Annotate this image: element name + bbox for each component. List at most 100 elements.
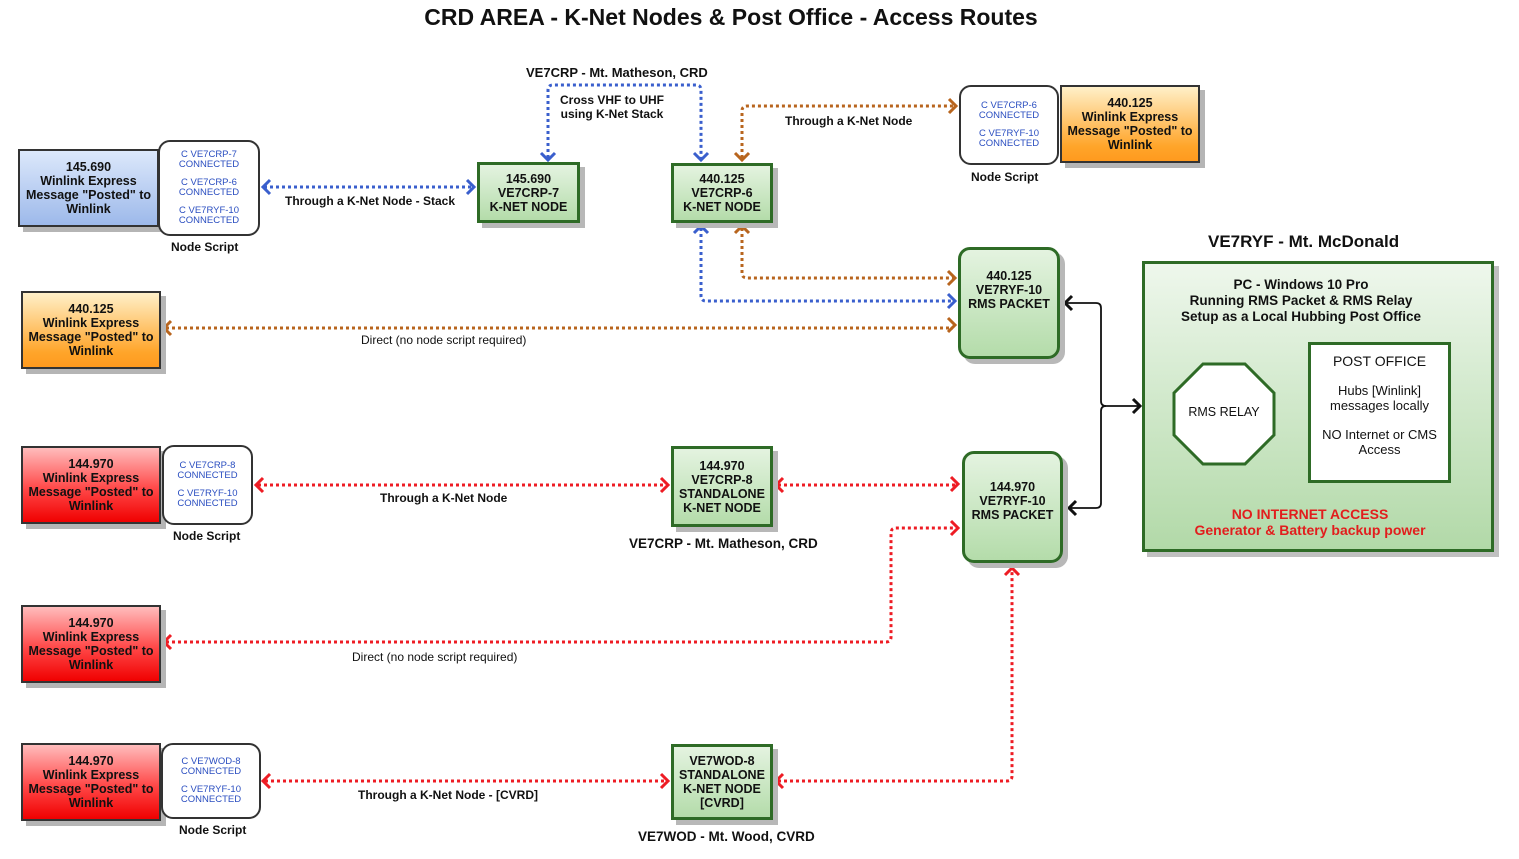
- arrowhead-icon: [260, 178, 272, 196]
- node-line: STANDALONE: [679, 486, 765, 501]
- node-line: RMS PACKET: [968, 297, 1050, 311]
- client-line: Winlink: [68, 499, 114, 513]
- client-line: Message "Posted" to: [28, 485, 154, 499]
- arrowhead-icon: [733, 223, 751, 235]
- client-144970-red-direct: 144.970 Winlink Express Message "Posted"…: [21, 605, 161, 683]
- route-label-direct-orange: Direct (no node script required): [361, 333, 527, 347]
- po-desc-2: NO Internet or CMS Access: [1311, 427, 1448, 457]
- knet-node-ve7wod-8: VE7WOD-8 STANDALONE K-NET NODE [CVRD]: [671, 744, 773, 820]
- arrowhead-icon: [1003, 565, 1021, 577]
- client-line: Winlink: [68, 658, 114, 672]
- arrowhead-icon: [949, 519, 961, 537]
- label-line: using K-Net Stack: [560, 107, 664, 121]
- node-script-caption: Node Script: [173, 529, 241, 543]
- po-line: NO Internet or CMS: [1322, 427, 1437, 442]
- arrowhead-icon: [946, 269, 958, 287]
- route-red-direct: [166, 526, 956, 644]
- client-line: Winlink: [1107, 138, 1153, 152]
- no-internet-warning: NO INTERNET ACCESS Generator & Battery b…: [1142, 506, 1478, 538]
- client-freq: 144.970: [68, 754, 114, 768]
- node-line: VE7RYF-10: [979, 494, 1046, 508]
- arrowhead-icon: [733, 151, 751, 163]
- route-orange-through-top: [740, 104, 954, 158]
- node-script-caption: Node Script: [179, 823, 247, 837]
- arrowhead-icon: [539, 151, 557, 163]
- client-freq: 145.690: [65, 160, 112, 174]
- client-line: Winlink Express: [42, 768, 140, 782]
- po-line: Access: [1358, 442, 1401, 457]
- client-line: Winlink Express: [42, 316, 140, 330]
- client-line: Winlink: [66, 202, 111, 216]
- node-line: K-NET NODE: [683, 200, 761, 214]
- arrowhead-icon: [161, 633, 173, 651]
- location-label-ryf: VE7RYF - Mt. McDonald: [1208, 232, 1400, 251]
- post-office-box: POST OFFICE Hubs [Winlink] messages loca…: [1308, 342, 1451, 483]
- node-line: K-NET NODE: [683, 500, 761, 515]
- arrowhead-icon: [659, 476, 671, 494]
- client-line: Winlink: [68, 796, 114, 810]
- node-line: VE7RYF-10: [975, 283, 1043, 297]
- knet-node-ve7crp-6: 440.125 VE7CRP-6 K-NET NODE: [671, 163, 773, 223]
- node-line: 144.970: [989, 480, 1036, 494]
- arrowhead-icon: [659, 772, 671, 790]
- client-440125-orange-direct: 440.125 Winlink Express Message "Posted"…: [21, 291, 161, 369]
- route-label-cross: Cross VHF to UHF using K-Net Stack: [560, 93, 664, 121]
- route-label-direct-red: Direct (no node script required): [352, 650, 518, 664]
- arrowhead-icon: [1062, 294, 1074, 312]
- route-label-through-cvrd: Through a K-Net Node - [CVRD]: [358, 788, 538, 802]
- location-label-crp: VE7CRP - Mt. Matheson, CRD: [526, 65, 708, 80]
- arrowhead-icon: [949, 475, 961, 493]
- client-line: Winlink Express: [42, 630, 140, 644]
- arrowhead-icon: [946, 316, 958, 334]
- client-line: Message "Posted" to: [25, 188, 152, 202]
- warning-line: Generator & Battery backup power: [1194, 522, 1426, 538]
- po-title: POST OFFICE: [1332, 353, 1427, 369]
- node-line: 440.125: [986, 269, 1032, 283]
- node-line: VE7CRP-8: [691, 472, 753, 487]
- client-line: Winlink Express: [42, 471, 140, 485]
- node-script-caption: Node Script: [971, 170, 1039, 184]
- client-line: Winlink Express: [1081, 110, 1179, 124]
- pc-line: PC - Windows 10 Pro: [1233, 277, 1369, 292]
- node-line: 145.690: [505, 171, 552, 186]
- client-line: Winlink: [68, 344, 114, 358]
- node-line: [CVRD]: [700, 796, 744, 810]
- diagram-title: CRD AREA - K-Net Nodes & Post Office - A…: [424, 4, 1038, 30]
- po-line: messages locally: [1330, 398, 1429, 413]
- knet-node-ve7crp-7: 145.690 VE7CRP-7 K-NET NODE: [477, 162, 580, 223]
- arrowhead-icon: [161, 319, 173, 337]
- rms-relay-octagon: [1172, 362, 1276, 466]
- po-line: Hubs [Winlink]: [1337, 383, 1422, 398]
- arrowhead-icon: [260, 772, 272, 790]
- arrowhead-icon: [253, 476, 265, 494]
- node-line: K-NET NODE: [683, 782, 761, 796]
- arrowhead-icon: [692, 223, 710, 235]
- route-label-through-top: Through a K-Net Node: [785, 114, 913, 128]
- client-line: Message "Posted" to: [28, 782, 154, 796]
- route-blue-crp6-rms: [699, 228, 953, 303]
- node-line: VE7CRP-7: [497, 185, 560, 200]
- client-freq: 144.970: [68, 616, 114, 630]
- rms-packet-144970: 144.970 VE7RYF-10 RMS PACKET: [962, 451, 1063, 563]
- arrowhead-icon: [773, 772, 785, 790]
- rms-relay-label: RMS RELAY: [1188, 405, 1260, 419]
- rms-text: 144.970 VE7RYF-10 RMS PACKET: [972, 480, 1054, 522]
- client-line: Message "Posted" to: [1067, 124, 1193, 138]
- node-line: VE7CRP-6: [691, 186, 753, 200]
- node-script-caption: Node Script: [171, 240, 239, 254]
- client-line: Winlink Express: [40, 174, 137, 188]
- arrowhead-icon: [947, 97, 959, 115]
- arrowhead-icon: [1066, 499, 1078, 517]
